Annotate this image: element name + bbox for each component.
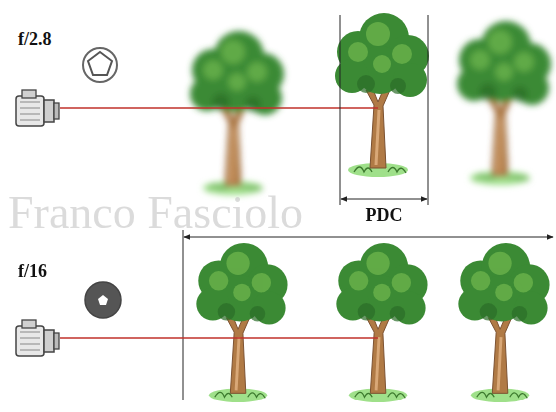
aperture-label: f/16: [18, 262, 47, 280]
dof-label: PDC: [364, 206, 405, 224]
aperture-label: f/2.8: [18, 30, 52, 48]
watermark: Franco Fasciolo: [8, 190, 303, 236]
